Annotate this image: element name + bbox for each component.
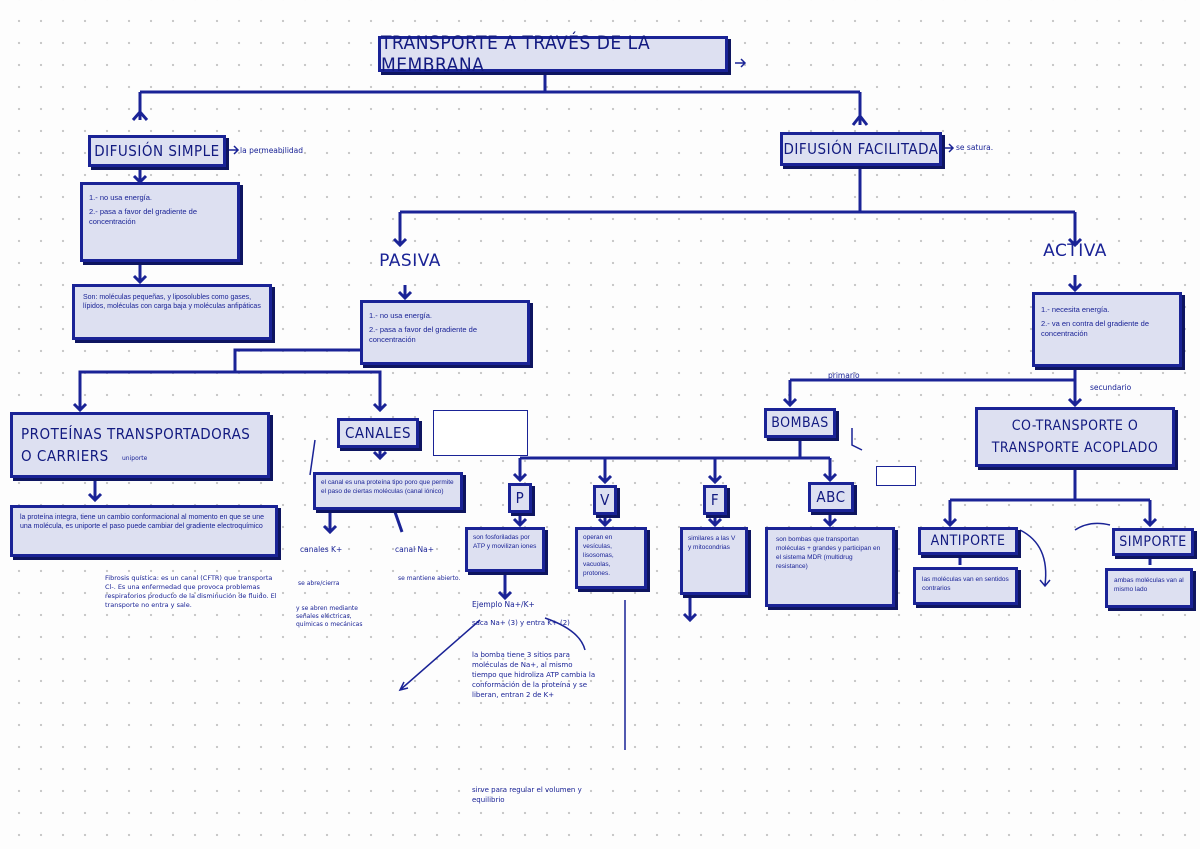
type-f-desc: similares a las V y mitocondrias (680, 527, 748, 595)
main-title-box: TRANSPORTE A TRAVÉS DE LA MEMBRANA (378, 32, 728, 76)
ejemplo-line-2: la bomba tiene 3 sitios para moléculas d… (472, 651, 596, 699)
type-abc-box: ABC (808, 482, 854, 512)
pasiva-points: 1.- no usa energía. 2.- pasa a favor del… (360, 300, 530, 365)
proteinas-label-2: O CARRIERS (21, 447, 109, 465)
pasiva-point-2: 2.- pasa a favor del gradiente de concen… (369, 325, 477, 344)
ejemplo-line-3: sirve para regular el volumen y equilibr… (472, 786, 582, 804)
canales-box: CANALES (337, 418, 419, 448)
simple-point-1: 1.- no usa energía. (89, 193, 152, 202)
canal-note (433, 410, 528, 456)
simple-sus-text: Son: moléculas pequeñas, y liposolubles … (83, 294, 261, 310)
canales-desc: el canal es una proteína tipo poro que p… (313, 472, 463, 510)
antiporte-desc: las moléculas van en sentidos contrarios (913, 567, 1018, 605)
canales-k-label: canales K+ (300, 545, 343, 554)
cotransporte-label-2: TRANSPORTE ACOPLADO (991, 440, 1159, 456)
activa-points: 1.- necesita energía. 2.- va en contra d… (1032, 292, 1182, 367)
difusion-simple-side: la permeabilidad (240, 146, 304, 155)
antiporte-label: ANTIPORTE (930, 533, 1006, 549)
fibrosis-note: Fibrosis quística: es un canal (CFTR) qu… (105, 574, 277, 609)
pasiva-point-1: 1.- no usa energía. (369, 311, 432, 320)
canales-k-sub: se abre/cierra (298, 580, 340, 587)
antiporte-box: ANTIPORTE (918, 527, 1018, 555)
activa-point-1: 1.- necesita energía. (1041, 305, 1110, 314)
type-v-text: operan en vesículas, lisosomas, vacuolas… (583, 534, 614, 577)
difusion-facilitada-box: DIFUSIÓN FACILITADA (780, 132, 942, 166)
canales-desc-text: el canal es una proteína tipo poro que p… (321, 479, 454, 495)
difusion-simple-points: 1.- no usa energía. 2.- pasa a favor del… (80, 182, 240, 262)
difusion-simple-box: DIFUSIÓN SIMPLE (88, 135, 226, 167)
type-f-text: similares a las V y mitocondrias (688, 535, 736, 551)
activa-label: ACTIVA (1043, 241, 1107, 261)
canales-na-sub: se mantiene abierto. (398, 575, 461, 582)
proteinas-desc-text: la proteína integra, tiene un cambio con… (20, 514, 264, 530)
type-v-label: V (600, 491, 610, 509)
canales-label: CANALES (344, 424, 412, 442)
antiporte-text: las moléculas van en sentidos contrarios (922, 576, 1009, 592)
proteinas-box: PROTEÍNAS TRANSPORTADORAS O CARRIERS (10, 412, 270, 478)
type-p-text: son fosforiladas por ATP y movilizan ion… (473, 534, 537, 550)
proteinas-side: uniporte (122, 455, 148, 462)
proteinas-desc: la proteína integra, tiene un cambio con… (10, 505, 278, 557)
type-v-desc: operan en vesículas, lisosomas, vacuolas… (575, 527, 647, 589)
type-abc-desc: son bombas que transportan moléculas + g… (765, 527, 895, 607)
simple-point-2: 2.- pasa a favor del gradiente de concen… (89, 207, 197, 226)
secundario-label: secundario (1090, 383, 1132, 392)
type-p-desc: son fosforiladas por ATP y movilizan ion… (465, 527, 545, 572)
type-f-label: F (710, 491, 720, 509)
bombas-label: BOMBAS (771, 415, 829, 431)
ejemplo-line-1: saca Na+ (3) y entra K+ (2) (472, 619, 570, 627)
difusion-facilitada-label: DIFUSIÓN FACILITADA (783, 140, 939, 158)
type-p-box: P (508, 483, 532, 513)
activa-point-2: 2.- va en contra del gradiente de concen… (1041, 319, 1149, 338)
type-abc-text: son bombas que transportan moléculas + g… (776, 536, 881, 570)
simporte-text: ambas moléculas van al mismo lado (1114, 577, 1184, 593)
primario-label: primario (828, 371, 860, 380)
cotransporte-label-1: CO-TRANSPORTE O (1011, 418, 1139, 434)
cotransporte-box: CO-TRANSPORTE O TRANSPORTE ACOPLADO (975, 407, 1175, 467)
canales-k-more: y se abren mediante señales eléctricas, … (296, 605, 363, 628)
proteinas-label-1: PROTEÍNAS TRANSPORTADORAS (21, 425, 251, 443)
type-abc-label: ABC (816, 488, 846, 506)
pasiva-label: PASIVA (379, 251, 441, 271)
difusion-simple-sus: Son: moléculas pequeñas, y liposolubles … (72, 284, 272, 340)
facilitada-side: se satura. (956, 143, 994, 152)
simporte-desc: ambas moléculas van al mismo lado (1105, 568, 1193, 608)
type-f-box: F (703, 485, 727, 515)
bombas-box: BOMBAS (764, 408, 836, 438)
type-p-label: P (515, 489, 525, 507)
main-title: TRANSPORTE A TRAVÉS DE LA MEMBRANA (381, 32, 651, 76)
type-v-box: V (593, 485, 617, 515)
bombas-box-note (876, 466, 916, 486)
simporte-box: SIMPORTE (1112, 528, 1194, 556)
simporte-label: SIMPORTE (1119, 534, 1187, 550)
canales-na-label: canal Na+ (395, 545, 435, 554)
difusion-simple-label: DIFUSIÓN SIMPLE (94, 142, 220, 160)
ejemplo-head: Ejemplo Na+/K+ (472, 600, 535, 609)
